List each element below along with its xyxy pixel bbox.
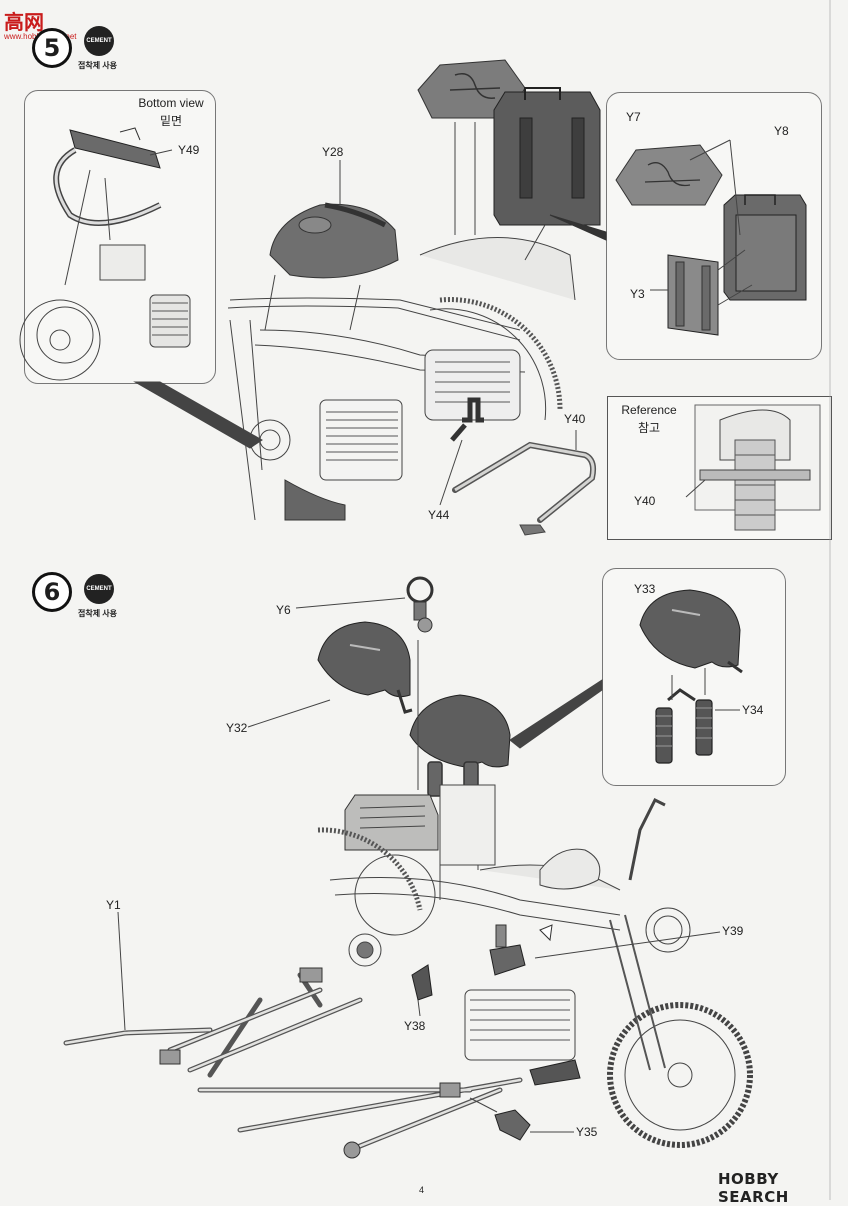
step-6-cement-label: 접착제 사용 [78,609,118,618]
part-label-y3: Y3 [630,287,645,301]
part-label-y34: Y34 [742,703,764,717]
part-label-y32: Y32 [226,721,248,735]
step-5-number: 5 [32,28,72,68]
part-label-y44: Y44 [428,508,450,522]
bottom-view-subtitle: 밑면 [159,114,183,128]
part-label-y38: Y38 [404,1019,426,1033]
part-label-y6: Y6 [276,603,291,617]
reference-title: Reference [621,403,677,417]
part-label-y35: Y35 [576,1125,598,1139]
part-label-y40-reference: Y40 [634,494,656,508]
step-5-cement-label: 접착제 사용 [78,61,118,70]
part-label-y8: Y8 [774,124,789,138]
step-6-number: 6 [32,572,72,612]
step-6-cement-icon: CEMENT [84,574,114,604]
part-label-y39: Y39 [722,924,744,938]
watermark-logo-char: 高 [4,10,24,34]
page-number: 4 [419,1185,425,1195]
part-label-y49: Y49 [178,143,200,157]
part-label-y40: Y40 [564,412,586,426]
part-label-y1: Y1 [106,898,121,912]
reference-subtitle: 참고 [637,421,661,435]
watermark-logo-char-2: 网 [24,10,44,34]
part-label-y28: Y28 [322,145,344,159]
part-label-y7: Y7 [626,110,641,124]
bottom-view-title: Bottom view [138,96,204,110]
step-5-cement-icon: CEMENT [84,26,114,56]
part-label-y33: Y33 [634,582,656,596]
